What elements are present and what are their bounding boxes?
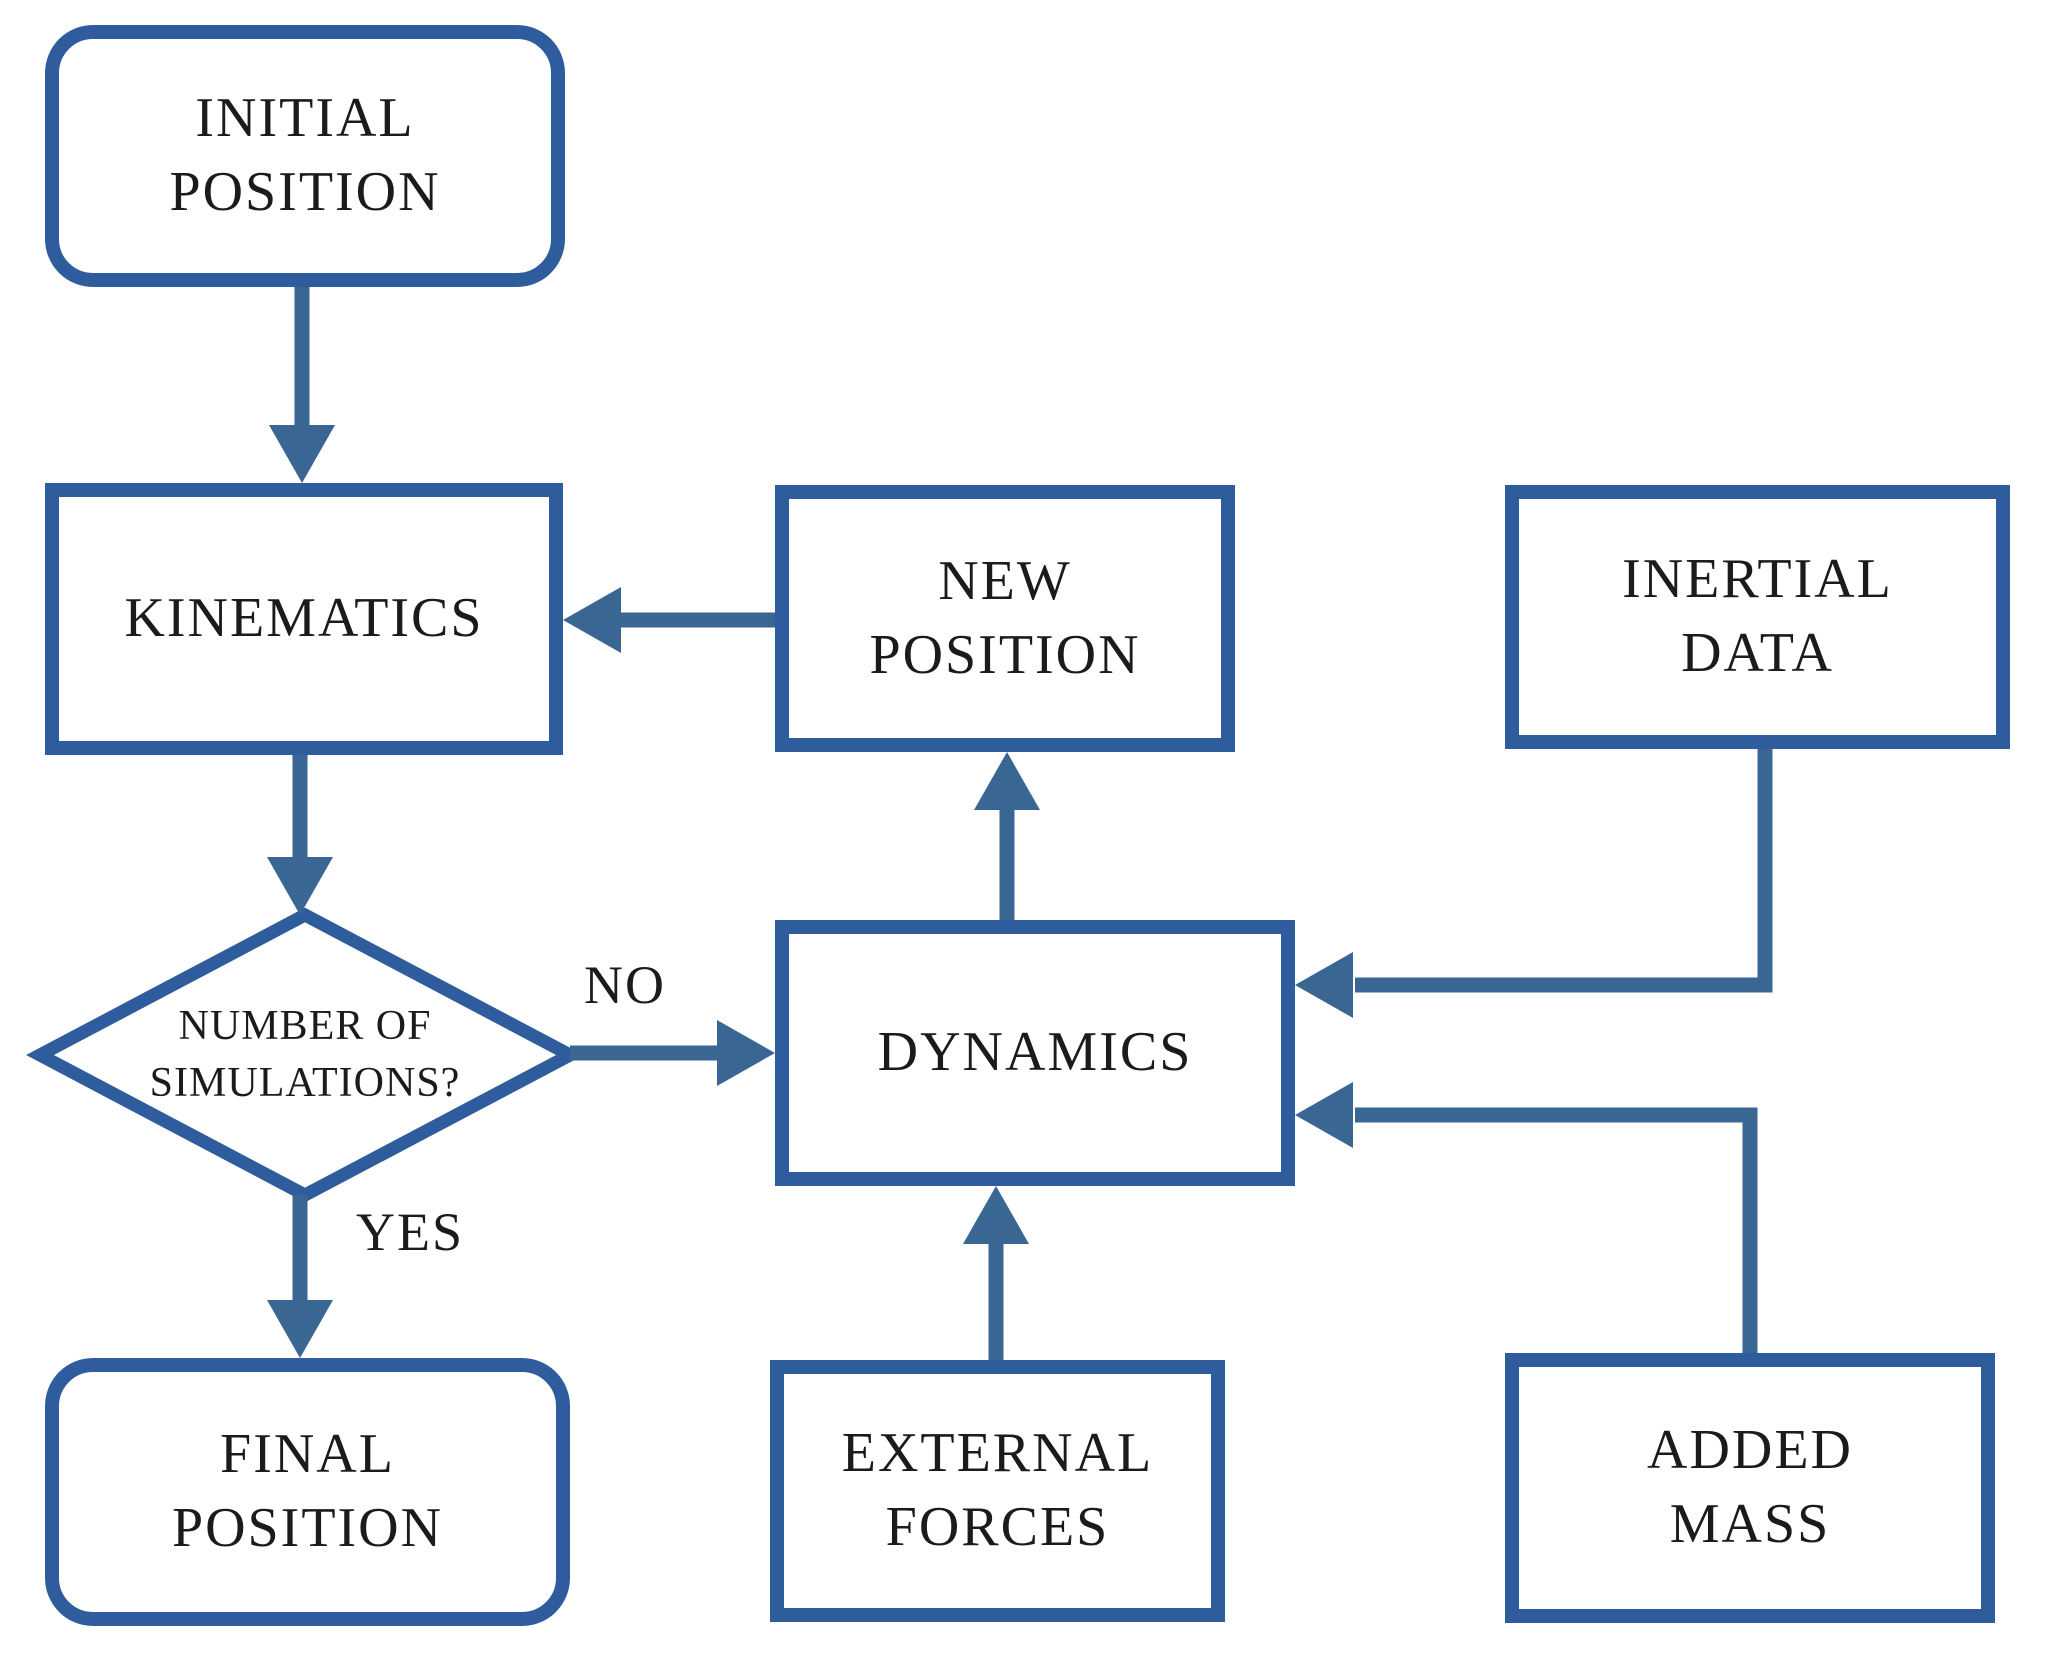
node-initial-position: INITIAL POSITION	[45, 25, 565, 287]
node-new-position: NEW POSITION	[775, 485, 1235, 752]
node-number-of-simulations: NUMBER OF SIMULATIONS?	[149, 1003, 461, 1106]
arrow-decision-to-dynamics	[570, 1020, 775, 1086]
arrow-addedmass-to-dynamics	[1295, 1082, 1758, 1353]
arrow-initial-to-kinematics	[269, 287, 335, 483]
edge-label-no: NO	[584, 955, 666, 1015]
arrow-inertial-to-dynamics	[1295, 749, 1773, 1018]
arrow-decision-to-final	[267, 1195, 333, 1358]
arrow-dynamics-to-newposition	[974, 752, 1040, 920]
node-kinematics: KINEMATICS	[45, 483, 563, 755]
arrow-kinematics-to-decision	[267, 755, 333, 915]
node-external-forces: EXTERNAL FORCES	[770, 1360, 1225, 1622]
node-inertial-data: INERTIAL DATA	[1505, 485, 2010, 749]
edge-label-yes: YES	[355, 1202, 465, 1262]
node-added-mass: ADDED MASS	[1505, 1353, 1995, 1623]
arrow-newposition-to-kinematics	[563, 587, 775, 653]
node-final-position: FINAL POSITION	[45, 1358, 570, 1626]
arrow-external-to-dynamics	[963, 1186, 1029, 1360]
arrows-group	[267, 287, 1773, 1360]
node-dynamics: DYNAMICS	[775, 920, 1295, 1186]
